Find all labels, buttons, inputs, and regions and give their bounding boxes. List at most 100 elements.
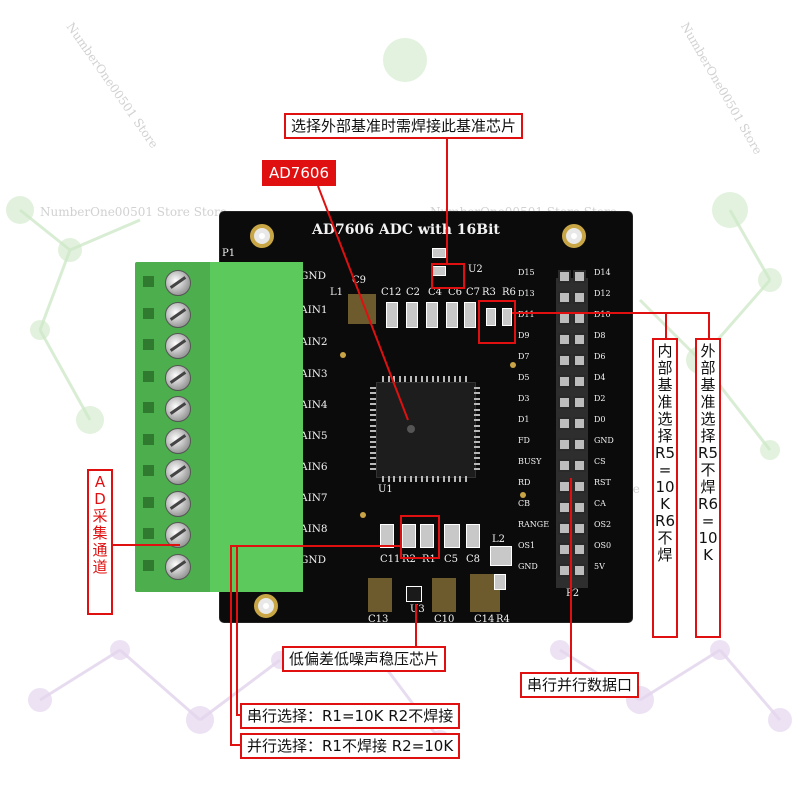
pin-label: AIN2 [300, 336, 328, 348]
annotation-external-ref: 外部基准选择 R5不焊 R6=10K [695, 338, 721, 638]
header-pin-label: D2 [594, 394, 606, 403]
chip-pin [474, 430, 480, 433]
header-pin-label: D7 [518, 352, 530, 361]
chip-pin [415, 476, 417, 482]
chip-pin [382, 476, 384, 482]
component-label: C10 [434, 614, 455, 625]
chip-pin [474, 462, 480, 465]
chip-pin [387, 476, 390, 482]
leader-line [665, 312, 667, 340]
header-pin [573, 543, 586, 556]
component-label: R3 [482, 287, 496, 298]
smd-capacitor [426, 302, 438, 328]
annotation-regulator: 低偏差低噪声稳压芯片 [282, 646, 447, 672]
pin-label: AIN5 [300, 430, 328, 442]
leader-line [230, 545, 232, 745]
annotation-adc-chip: AD7606 [262, 160, 336, 186]
header-pin [558, 333, 571, 346]
header-pin [573, 564, 586, 577]
header-pin [573, 459, 586, 472]
chip-pin [474, 435, 480, 438]
chip-pin [370, 424, 376, 427]
chip-pin [370, 397, 376, 400]
chip-pin [474, 468, 480, 470]
component-label: C4 [428, 287, 443, 298]
via [360, 512, 366, 518]
pin-header [556, 278, 588, 588]
header-pin-label: OS0 [594, 541, 612, 550]
via [520, 492, 526, 498]
chip-pin [474, 408, 480, 411]
header-pin-label: D15 [518, 268, 535, 277]
component-label: U1 [378, 484, 393, 495]
component-label: C14 [474, 614, 495, 625]
terminal-opening [143, 339, 154, 350]
header-pin-label: RST [594, 478, 611, 487]
header-pin [573, 501, 586, 514]
chip-pin [464, 476, 467, 482]
regulator-chip [406, 586, 422, 602]
terminal-screw [165, 364, 191, 391]
leader-line [112, 544, 180, 546]
component-label: U2 [468, 264, 483, 275]
via [340, 352, 346, 358]
terminal-screw [165, 490, 191, 517]
header-pin-label: CA [594, 499, 606, 508]
header-pin [558, 354, 571, 367]
smd-component [432, 248, 446, 258]
terminal-screw [165, 522, 191, 548]
header-pin-label: RD [518, 478, 531, 487]
leader-line [236, 714, 242, 716]
component-label: P2 [566, 588, 580, 599]
chip-pin [431, 476, 434, 482]
header-pin-label: D10 [594, 310, 611, 319]
chip-pin [370, 441, 376, 443]
inductor [490, 546, 512, 566]
terminal-screw [165, 427, 191, 454]
chip-pin [370, 451, 376, 454]
component-label: R6 [502, 287, 516, 298]
header-pin [573, 522, 586, 535]
header-pin-label: D0 [594, 415, 606, 424]
screw-terminal-block [135, 262, 303, 592]
smd-capacitor [446, 302, 458, 328]
terminal-opening [143, 465, 154, 476]
chip-pin [442, 376, 445, 382]
chip-pin [387, 376, 390, 382]
component-label: C11 [380, 554, 401, 565]
tantalum-capacitor [432, 578, 456, 612]
pin-label: GND [300, 270, 326, 282]
header-pin [558, 438, 571, 451]
terminal-screw [165, 553, 191, 580]
header-pin [573, 333, 586, 346]
leader-line [570, 478, 572, 674]
header-pin-label: FD [518, 436, 530, 445]
terminal-face [210, 262, 303, 592]
header-pin-label: D4 [594, 373, 606, 382]
chip-pin [448, 476, 450, 482]
header-pin-label: D3 [518, 394, 530, 403]
smd-capacitor [386, 302, 398, 328]
terminal-screw [165, 459, 191, 485]
header-pin-label: RANGE [518, 520, 550, 529]
chip-pin [415, 376, 417, 382]
pin-label: AIN1 [300, 304, 328, 316]
smd-resistor [402, 524, 416, 548]
pin-label: AIN4 [300, 399, 328, 411]
chip-pin [437, 476, 439, 482]
mounting-hole [254, 594, 278, 618]
chip-pin [437, 376, 439, 382]
highlight-r1-r2 [400, 515, 440, 559]
pin-label: AIN7 [300, 492, 328, 504]
header-pin-label: D6 [594, 352, 606, 361]
header-pin [573, 375, 586, 388]
header-pin-label: CS [594, 457, 606, 466]
chip-pin [370, 392, 376, 395]
smd-capacitor [406, 302, 418, 328]
component-label: C12 [381, 287, 402, 298]
chip-pin [398, 476, 401, 482]
terminal-screw [165, 301, 191, 328]
smd-resistor [486, 308, 496, 326]
terminal-opening [143, 276, 154, 287]
header-pin-label: OS1 [518, 541, 536, 550]
